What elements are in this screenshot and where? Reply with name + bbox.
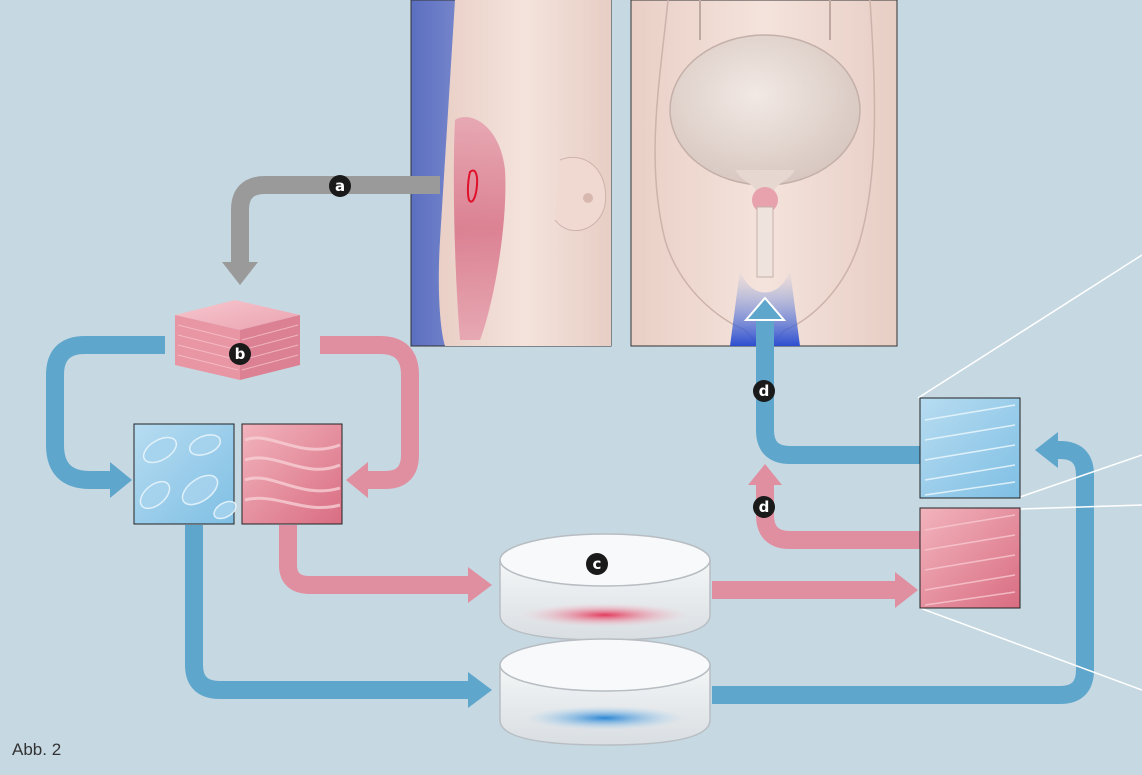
svg-text:d: d: [759, 382, 770, 400]
label-c: c: [586, 553, 608, 575]
arm-illustration: [411, 0, 611, 346]
grey-arrowhead: [222, 262, 258, 285]
scaffold-cube: [175, 300, 300, 380]
label-d-pink: d: [753, 496, 775, 518]
engineered-muscle-tile: [920, 508, 1020, 608]
svg-text:c: c: [593, 555, 602, 573]
petri-dish-pink: [500, 534, 710, 640]
label-d-blue: d: [753, 380, 775, 402]
urothelial-cells-tile: [134, 424, 239, 524]
petri-dish-blue: [500, 639, 710, 745]
figure-caption: Abb. 2: [12, 740, 61, 760]
svg-text:b: b: [235, 345, 246, 363]
label-b: b: [229, 343, 251, 365]
svg-text:a: a: [335, 177, 345, 195]
engineered-urothelium-tile: [920, 398, 1020, 498]
bladder-illustration: [631, 0, 897, 346]
label-a: a: [329, 175, 351, 197]
svg-text:d: d: [759, 498, 770, 516]
smooth-muscle-cells-tile: [242, 424, 342, 524]
